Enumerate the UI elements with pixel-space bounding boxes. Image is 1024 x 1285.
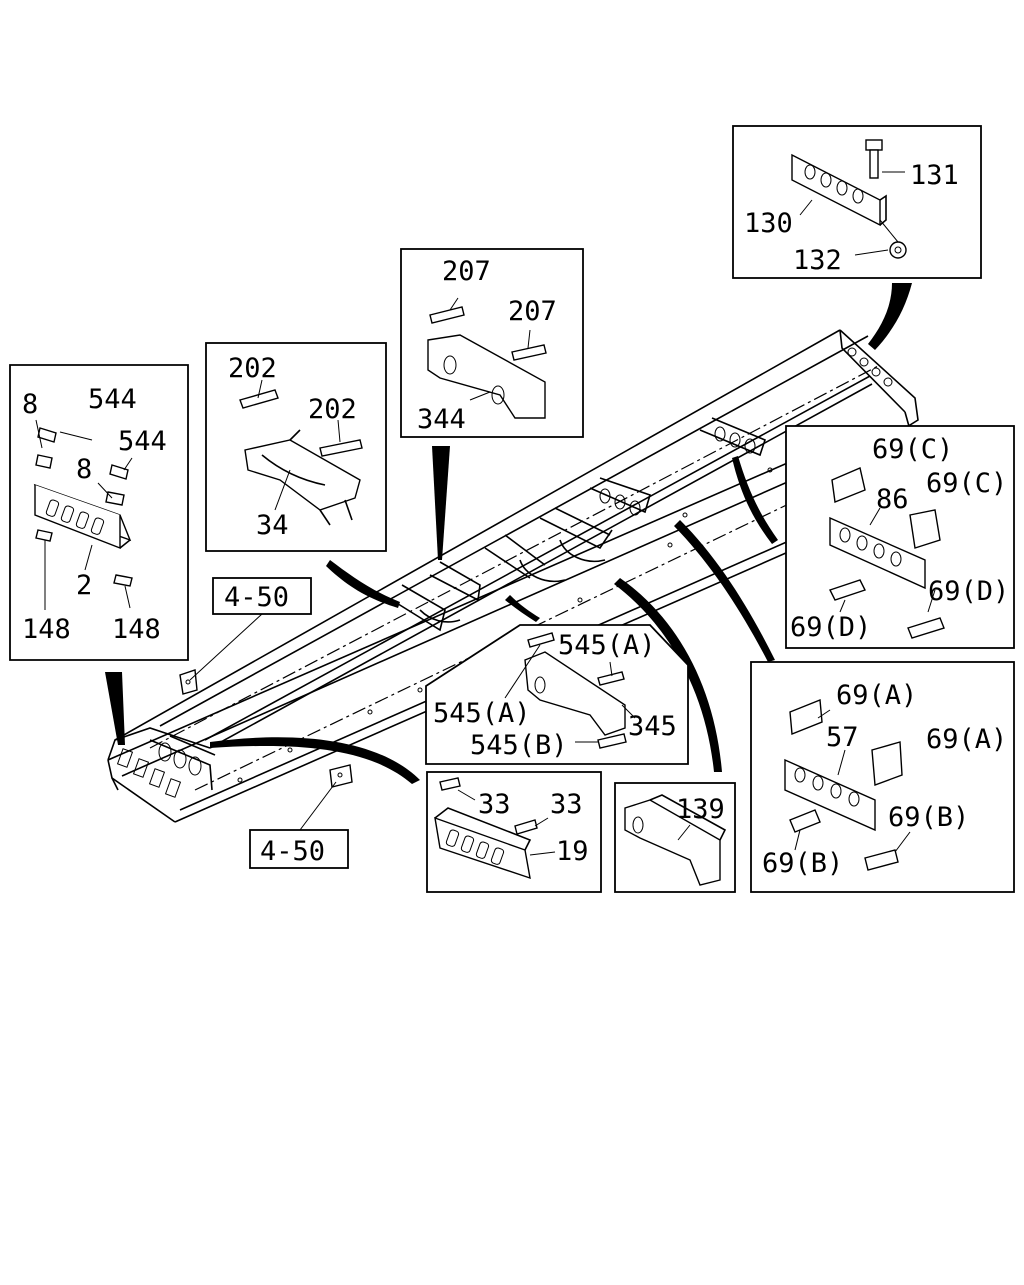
reference-label-4-50-lower[interactable]: 4-50 (260, 836, 325, 867)
label-69d-b: 69(D) (790, 612, 871, 643)
label-207-a: 207 (442, 256, 491, 287)
label-69a-a: 69(A) (836, 680, 917, 711)
label-148-a: 148 (22, 614, 71, 645)
label-148-b: 148 (112, 614, 161, 645)
callout-box-crossmember-57: 69(A) 57 69(A) 69(B) 69(B) (750, 661, 1015, 893)
label-131: 131 (910, 160, 959, 191)
label-8-b: 8 (76, 454, 92, 485)
label-69a-b: 69(A) (926, 724, 1007, 755)
label-69c-b: 69(C) (926, 468, 1007, 499)
label-545a-a: 545(A) (558, 630, 656, 661)
callout-box-crossmember-86: 69(C) 69(C) 86 69(D) 69(D) (785, 425, 1015, 649)
callout-box-crossmember-345: 545(A) 545(A) 345 545(B) (425, 624, 689, 765)
chassis-frame (107, 329, 919, 823)
label-2: 2 (76, 570, 92, 601)
label-207-b: 207 (508, 296, 557, 327)
reference-box-4-50-lower[interactable]: 4-50 (249, 781, 349, 869)
label-69d-a: 69(D) (928, 576, 1009, 607)
callout-box-front-crossmember: 8 544 544 8 2 148 148 (9, 364, 189, 661)
reference-box-4-50-upper[interactable]: 4-50 (189, 577, 312, 681)
label-139: 139 (676, 794, 725, 825)
label-8-a: 8 (22, 389, 38, 420)
label-69b-a: 69(B) (888, 802, 969, 833)
label-132: 132 (793, 245, 842, 276)
label-19: 19 (556, 836, 589, 867)
callout-box-rear-end-crossmember: 131 130 132 (732, 125, 982, 279)
label-57: 57 (826, 722, 859, 753)
label-69b-b: 69(B) (762, 848, 843, 879)
label-33-a: 33 (478, 789, 511, 820)
label-86: 86 (876, 484, 909, 515)
label-545b: 545(B) (470, 730, 568, 761)
callout-box-crossmember-344: 207 207 344 (400, 248, 584, 438)
label-202-b: 202 (308, 394, 357, 425)
leader-swooshes (105, 283, 912, 784)
label-33-b: 33 (550, 789, 583, 820)
label-202-a: 202 (228, 353, 277, 384)
callout-box-crossmember-139: 139 (614, 782, 736, 893)
label-345: 345 (628, 711, 677, 742)
label-545a-b: 545(A) (433, 698, 531, 729)
label-344: 344 (417, 404, 466, 435)
callout-box-crossmember-19: 33 33 19 (426, 771, 602, 893)
label-544-b: 544 (118, 426, 167, 457)
label-130: 130 (744, 208, 793, 239)
reference-label-4-50-upper[interactable]: 4-50 (224, 582, 289, 613)
callout-box-crossmember-34: 202 202 34 (205, 342, 387, 552)
label-34: 34 (256, 510, 289, 541)
label-69c-a: 69(C) (872, 434, 953, 465)
label-544-a: 544 (88, 384, 137, 415)
